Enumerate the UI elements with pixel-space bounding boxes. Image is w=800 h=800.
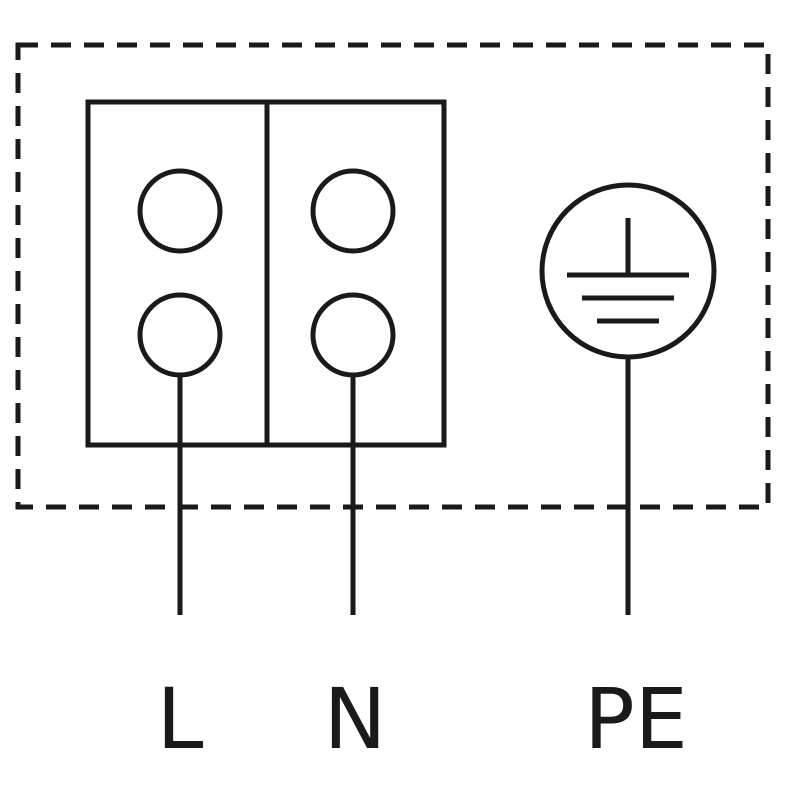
terminal-label-l: L	[157, 670, 204, 768]
enclosure-dashed-boundary	[15, 42, 771, 510]
terminal-n-lower-screw	[310, 292, 396, 378]
terminal-n-upper-screw	[310, 168, 396, 254]
terminal-l-lower-screw	[137, 292, 223, 378]
terminal-block	[85, 99, 447, 448]
terminal-label-pe: PE	[584, 670, 688, 768]
protective-earth-icon	[539, 182, 717, 360]
terminal-label-n: N	[324, 670, 387, 768]
terminal-l-upper-screw	[137, 168, 223, 254]
